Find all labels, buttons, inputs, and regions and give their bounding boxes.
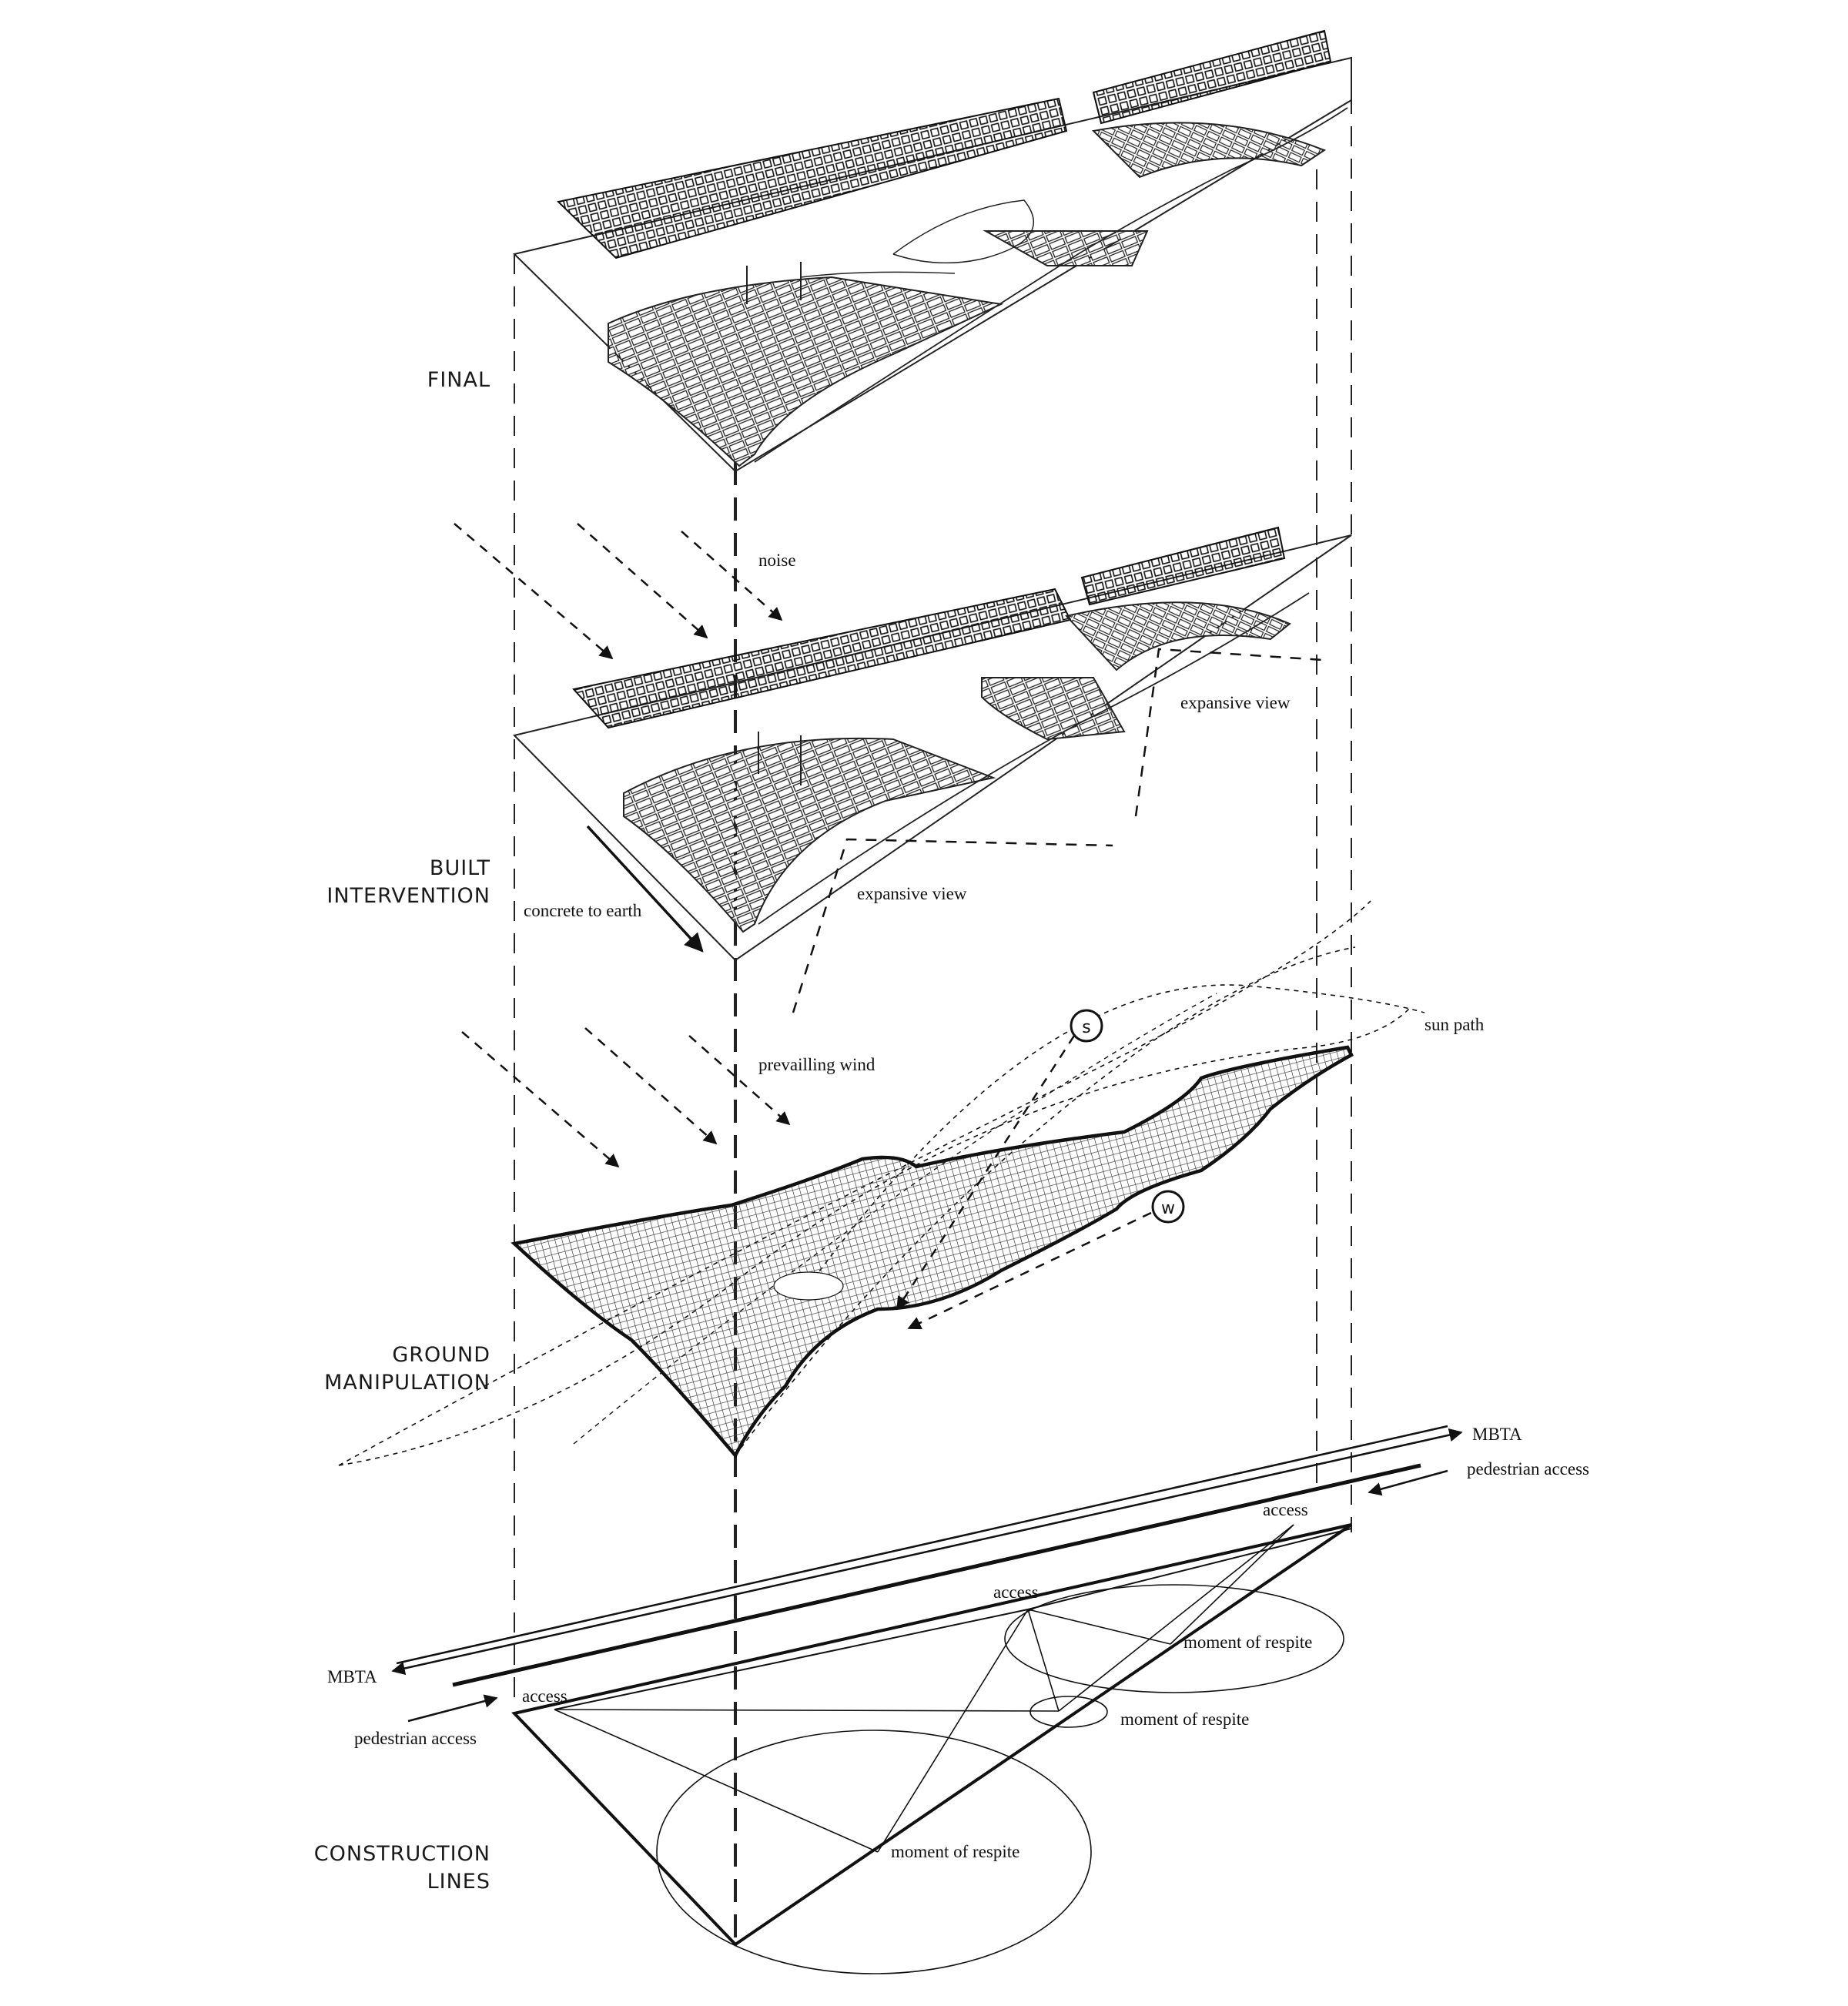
concrete-to-earth-arrow: [586, 825, 704, 953]
respite-label-1: moment of respite: [1183, 1633, 1313, 1652]
ped-arrow-right: [1368, 1469, 1448, 1496]
mbta-track-2: [452, 1463, 1421, 1687]
sun-ray: [896, 1035, 1076, 1311]
ped-arrow-left: [407, 1694, 498, 1723]
terrain-surface: [511, 1045, 1354, 1459]
expansive-view-label-2: expansive view: [857, 884, 967, 903]
prevailing-wind-label: prevailling wind: [758, 1055, 875, 1074]
sun-marker-circle: s: [1070, 1009, 1103, 1043]
access-left-label: access: [522, 1686, 567, 1706]
wind-marker-circle: w: [1151, 1190, 1185, 1224]
section-label-final: FINAL: [427, 368, 490, 392]
section-label-construction: CONSTRUCTION LINES: [313, 1842, 490, 1894]
mbta-left-label: MBTA: [327, 1667, 377, 1686]
construction-layer: [391, 1425, 1463, 1974]
final-platform: [513, 56, 1352, 473]
noise-label: noise: [758, 551, 796, 570]
view-lines: [792, 648, 1324, 1013]
respite-label-2: moment of respite: [1120, 1710, 1250, 1729]
mbta-right-label: MBTA: [1472, 1425, 1522, 1444]
sun-path-lower: [338, 1008, 1410, 1466]
built-layer: [513, 526, 1352, 962]
final-layer: [513, 29, 1352, 473]
expansive-view-label-1: expansive view: [1180, 693, 1291, 712]
concrete-to-earth-label: concrete to earth: [524, 901, 642, 920]
pedestrian-access-right-label: pedestrian access: [1467, 1459, 1590, 1479]
wind-arrows: [461, 1027, 791, 1168]
noise-arrows: [454, 523, 783, 660]
wind-direction-line: [907, 1211, 1152, 1330]
respite-zone-large: [656, 1730, 1092, 1974]
access-middle-label: access: [993, 1582, 1039, 1602]
access-right-label: access: [1263, 1500, 1308, 1519]
sun-marker-label: s: [1082, 1018, 1090, 1037]
construction-platform: [511, 1523, 1353, 1947]
sun-path-arc: [808, 984, 1425, 1287]
mbta-track-1: [391, 1428, 1463, 1676]
respite-label-3: moment of respite: [891, 1842, 1020, 1861]
sun-path-label: sun path: [1424, 1015, 1485, 1034]
respite-zone-small: [1029, 1696, 1108, 1728]
wind-marker-label: w: [1161, 1199, 1175, 1218]
section-label-built: BUILT INTERVENTION: [326, 856, 490, 908]
section-label-ground: GROUND MANIPULATION: [324, 1343, 490, 1395]
respite-zone-right: [1004, 1584, 1344, 1693]
ground-layer: [338, 900, 1425, 1466]
pedestrian-access-left-label: pedestrian access: [354, 1729, 477, 1748]
